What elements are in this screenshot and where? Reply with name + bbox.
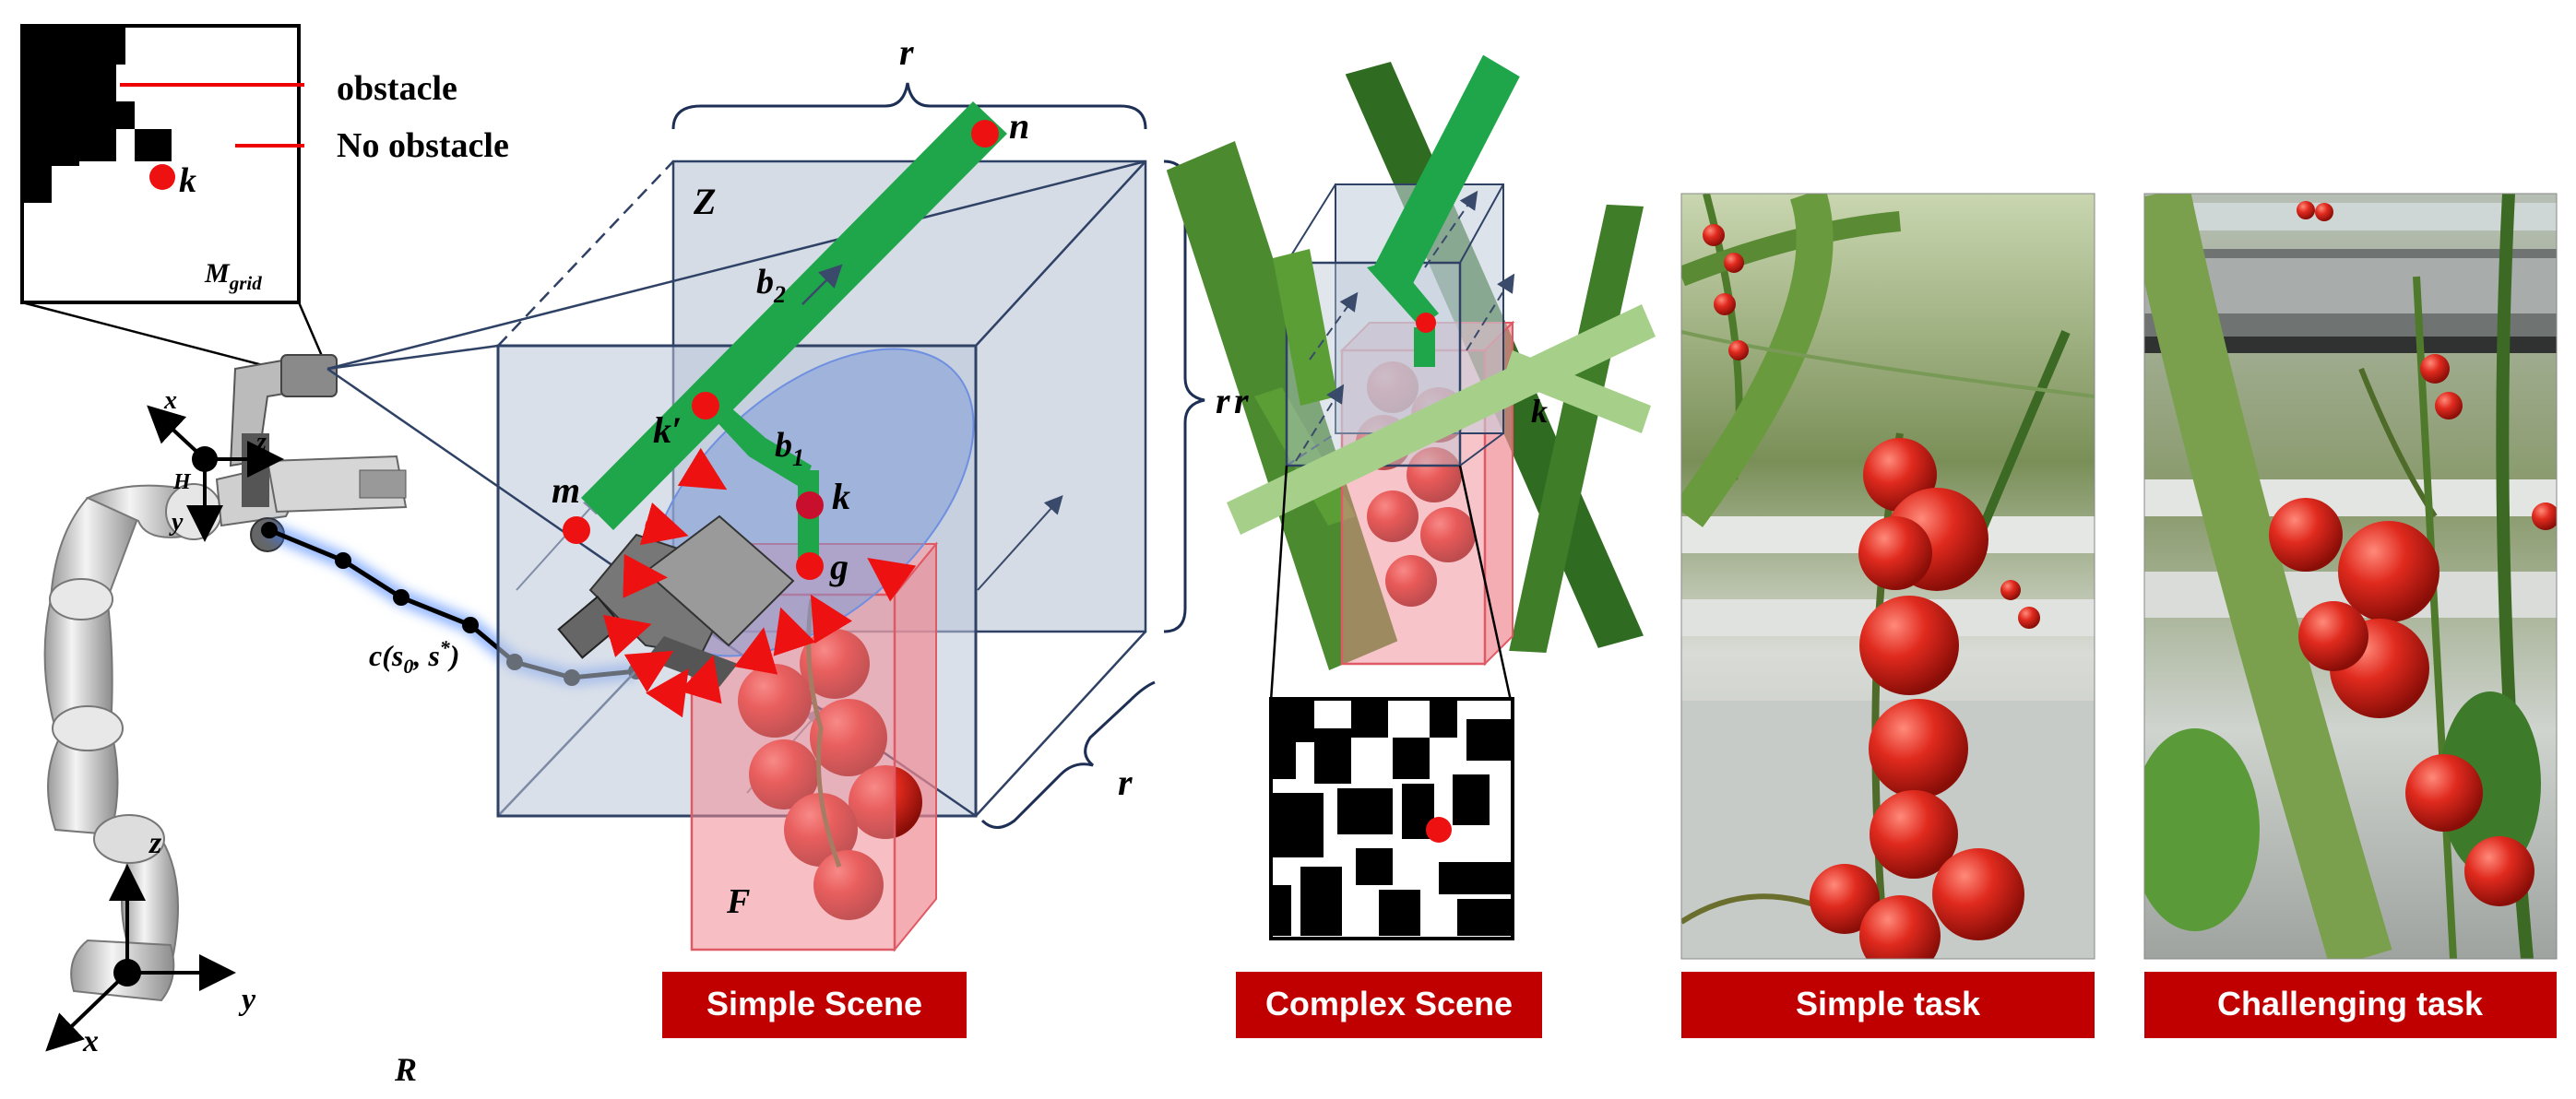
robot-arm: [43, 353, 408, 1002]
grid-inset: obstacle No obstacle k Mgrid: [20, 24, 509, 304]
photo-challenging-task: [2143, 193, 2558, 960]
base-frame-label: R: [394, 1051, 417, 1088]
diag-brace: [980, 680, 1156, 829]
point-n: [971, 120, 999, 148]
complex-scene: k r: [1166, 54, 1656, 940]
point-k-prime-label: k′: [653, 409, 682, 451]
complex-scene-banner-text: Complex Scene: [1265, 985, 1513, 1022]
grid-point-k: [149, 164, 175, 190]
base-frame-axes: z y x R: [45, 826, 417, 1088]
top-r-label: r: [899, 31, 914, 73]
gripper-y-label: y: [169, 508, 184, 537]
branch-b2: [581, 101, 1007, 530]
branch-b1-label: b1: [775, 426, 804, 471]
grid-point-k-label: k: [179, 161, 196, 200]
diag-r-label: r: [1118, 762, 1133, 803]
complex-k-label: k: [1531, 393, 1548, 430]
force-arrows: [602, 447, 917, 718]
inset-zoom-line-left: [21, 301, 278, 371]
point-k: [796, 491, 824, 519]
point-g: [796, 552, 824, 580]
region-z-label: Z: [693, 181, 716, 222]
branch-b2-label: b2: [756, 263, 786, 308]
grid-caption: Mgrid: [204, 258, 262, 294]
photo-simple-task: [1680, 193, 2095, 960]
branch-b1: [710, 406, 812, 489]
path-label: c(s0, s*): [369, 636, 459, 678]
challenging-task-banner-text: Challenging task: [2217, 985, 2484, 1022]
point-m: [563, 516, 590, 544]
base-x-label: x: [82, 1024, 99, 1058]
simple-task-banner: [1681, 972, 2095, 1038]
simple-task-banner-text: Simple task: [1796, 985, 1981, 1022]
complex-point-k: [1416, 313, 1436, 333]
simple-scene-banner-text: Simple Scene: [706, 985, 922, 1022]
point-m-label: m: [552, 469, 580, 511]
obstacle-cells: [24, 28, 172, 203]
base-y-label: y: [238, 983, 256, 1017]
simple-scene-banner: [662, 972, 967, 1038]
challenging-task-banner: [2144, 972, 2557, 1038]
point-g-label: g: [829, 546, 849, 587]
fruit-box: F: [689, 541, 939, 952]
complex-grid-map: [1269, 697, 1514, 940]
top-brace: [671, 82, 1147, 130]
obstacle-label: obstacle: [337, 69, 457, 108]
no-obstacle-label: No obstacle: [337, 126, 509, 165]
simple-scene: Z r r r b2 F: [326, 31, 1230, 952]
complex-r-label: r: [1234, 380, 1249, 421]
gripper-frame-axes: x z y H: [147, 386, 284, 542]
point-n-label: n: [1009, 105, 1029, 147]
point-k-prime: [692, 392, 719, 420]
point-k-label: k: [832, 476, 850, 517]
gripper-z-label: z: [255, 428, 267, 456]
base-z-label: z: [148, 826, 162, 860]
gripper-h-label: H: [172, 470, 192, 494]
complex-scene-banner: [1236, 972, 1542, 1038]
fruit-f-label: F: [726, 882, 750, 921]
right-r-label: r: [1216, 380, 1230, 421]
gripper-x-label: x: [163, 386, 177, 415]
